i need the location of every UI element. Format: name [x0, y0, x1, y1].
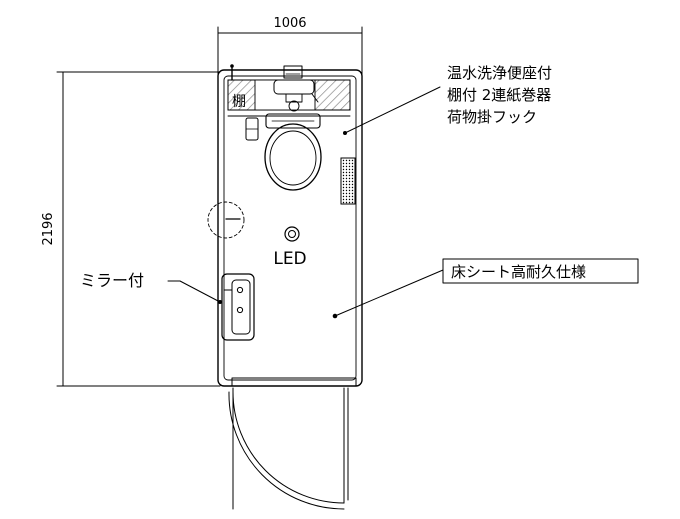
water-tank [273, 65, 319, 112]
floor-label: 床シート高耐久仕様 [451, 263, 586, 281]
shelf: 棚 [227, 79, 351, 117]
toilet-annotation: 温水洗浄便座付 棚付 2連紙巻器 荷物掛フック [343, 64, 552, 135]
toilet-label-line2: 棚付 2連紙巻器 [447, 86, 551, 104]
led-light: LED [273, 226, 307, 269]
shelf-label: 棚 [232, 94, 246, 110]
depth-dimension-label: 2196 [41, 212, 56, 245]
leader-dot [218, 300, 222, 304]
depth-dimension: 2196 [41, 71, 221, 387]
width-dimension-label: 1006 [273, 16, 306, 31]
toilet-label-line1: 温水洗浄便座付 [447, 64, 552, 82]
wall-hook-icon [230, 64, 234, 81]
cabin-outline [217, 69, 363, 387]
vent-panel [340, 157, 356, 205]
width-dimension: 1006 [217, 16, 363, 81]
hand-sink [221, 273, 255, 341]
led-label: LED [273, 249, 306, 269]
door-lock-icon [207, 201, 245, 239]
leader-dot [343, 131, 347, 135]
paper-holder [245, 117, 259, 141]
toilet [264, 113, 322, 191]
door-swing [228, 387, 349, 510]
toilet-label-line3: 荷物掛フック [447, 108, 537, 126]
mirror-annotation: ミラー付 [80, 271, 222, 304]
floor-annotation: 床シート高耐久仕様 [332, 258, 639, 319]
mirror-label: ミラー付 [80, 271, 144, 290]
ring-light-icon [284, 226, 300, 242]
leader-dot [332, 313, 338, 319]
